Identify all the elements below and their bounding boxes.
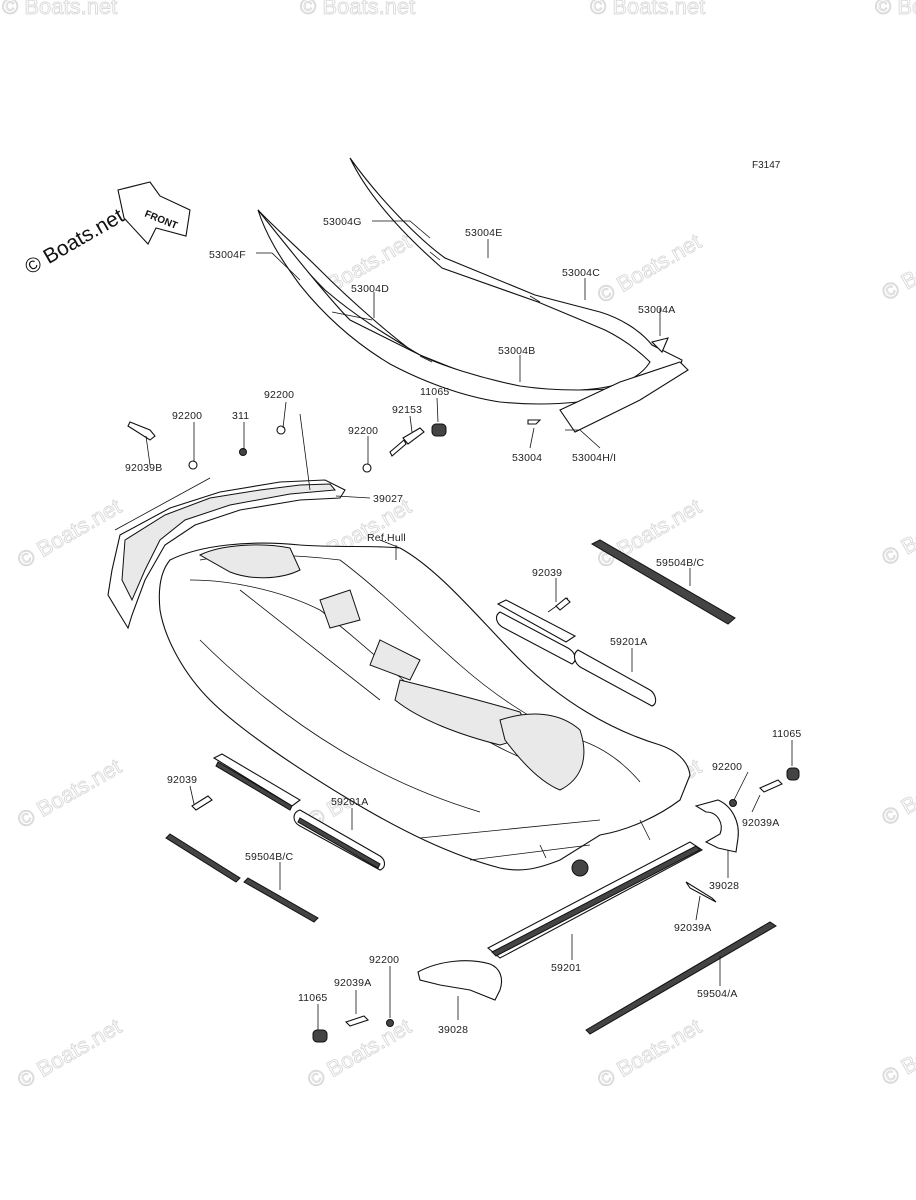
part-label-59201a: 59201A [610, 636, 647, 648]
part-label-53004c: 53004C [562, 267, 600, 279]
watermark: © Boats.net [590, 0, 705, 19]
part-label-53004b: 53004B [498, 345, 535, 357]
part-label-92039a: 92039A [334, 977, 371, 989]
part-label-59201: 59201 [551, 962, 581, 974]
part-label-39028: 39028 [709, 880, 739, 892]
part-label-92039: 92039 [532, 567, 562, 579]
rear-cover-assembly [107, 413, 447, 630]
part-label-53004hi: 53004H/I [572, 452, 616, 464]
part-label-53004d: 53004D [351, 283, 389, 295]
part-label-39027: 39027 [373, 493, 403, 505]
watermark: © Boats.net [2, 0, 117, 19]
watermark: © Boats.net [13, 494, 125, 573]
part-label-92200: 92200 [369, 954, 399, 966]
deck-mat-assembly [257, 157, 689, 433]
figure-code: F3147 [752, 160, 781, 171]
watermark: © Boats.net [877, 491, 916, 570]
bracket-parts [417, 799, 739, 1001]
part-label-311: 311 [232, 410, 249, 422]
cap-icon [786, 767, 800, 781]
part-label-92200: 92200 [712, 761, 742, 773]
washer-icon [188, 460, 198, 470]
front-arrow-icon: FRONT [117, 181, 191, 245]
part-label-53004f: 53004F [209, 249, 246, 261]
hull-reference [158, 539, 691, 877]
watermark: © Boats.net [877, 751, 916, 830]
watermark: © Boats.net [300, 0, 415, 19]
part-label-92039a: 92039A [742, 817, 779, 829]
part-label-53004g: 53004G [323, 216, 362, 228]
small-hardware [312, 767, 800, 1043]
watermark: © Boats.net [877, 1011, 916, 1090]
part-label-92039a: 92039A [674, 922, 711, 934]
watermark: © Boats.net [877, 226, 916, 305]
part-label-92200: 92200 [264, 389, 294, 401]
part-label-53004a: 53004A [638, 304, 675, 316]
part-label-59504a: 59504/A [697, 988, 738, 1000]
part-label-59201a: 59201A [331, 796, 368, 808]
washer-icon [386, 1019, 394, 1027]
part-labels: 53004G 53004E 53004F 53004C 53004D 53004… [125, 216, 801, 1036]
watermark: © Boats.net [13, 1014, 125, 1093]
leader-lines [145, 220, 793, 1030]
part-label-11065: 11065 [298, 992, 327, 1004]
part-label-92039b: 92039B [125, 462, 162, 474]
part-label-53004e: 53004E [465, 227, 502, 239]
watermark: © Boats.net [875, 0, 916, 19]
cap-icon [431, 423, 447, 437]
part-label-92153: 92153 [392, 404, 422, 416]
cap-icon [312, 1029, 328, 1043]
washer-icon [276, 425, 286, 435]
part-label-92039: 92039 [167, 774, 197, 786]
washer-icon [362, 463, 372, 473]
boats-net-logo: © Boats.net [21, 204, 128, 279]
drain-plug-icon [571, 859, 589, 877]
part-label-59504bc: 59504B/C [656, 557, 705, 569]
part-label-92200: 92200 [172, 410, 202, 422]
left-rail-assembly [165, 753, 386, 923]
watermark: © Boats.net [303, 1014, 415, 1093]
hull-reference-label: Ref.Hull [367, 532, 406, 544]
part-label-11065: 11065 [420, 386, 449, 398]
part-label-59504bc: 59504B/C [245, 851, 294, 863]
watermark: © Boats.net [13, 754, 125, 833]
part-label-39028: 39028 [438, 1024, 468, 1036]
nut-icon [239, 448, 247, 456]
right-rail-assembly [495, 539, 736, 707]
part-label-53004: 53004 [512, 452, 542, 464]
watermark: © Boats.net [593, 1014, 705, 1093]
watermark: © Boats.net [593, 229, 705, 308]
part-label-11065: 11065 [772, 728, 801, 740]
washer-icon [729, 799, 737, 807]
center-rail-assembly [487, 841, 777, 1035]
part-label-92200: 92200 [348, 425, 378, 437]
